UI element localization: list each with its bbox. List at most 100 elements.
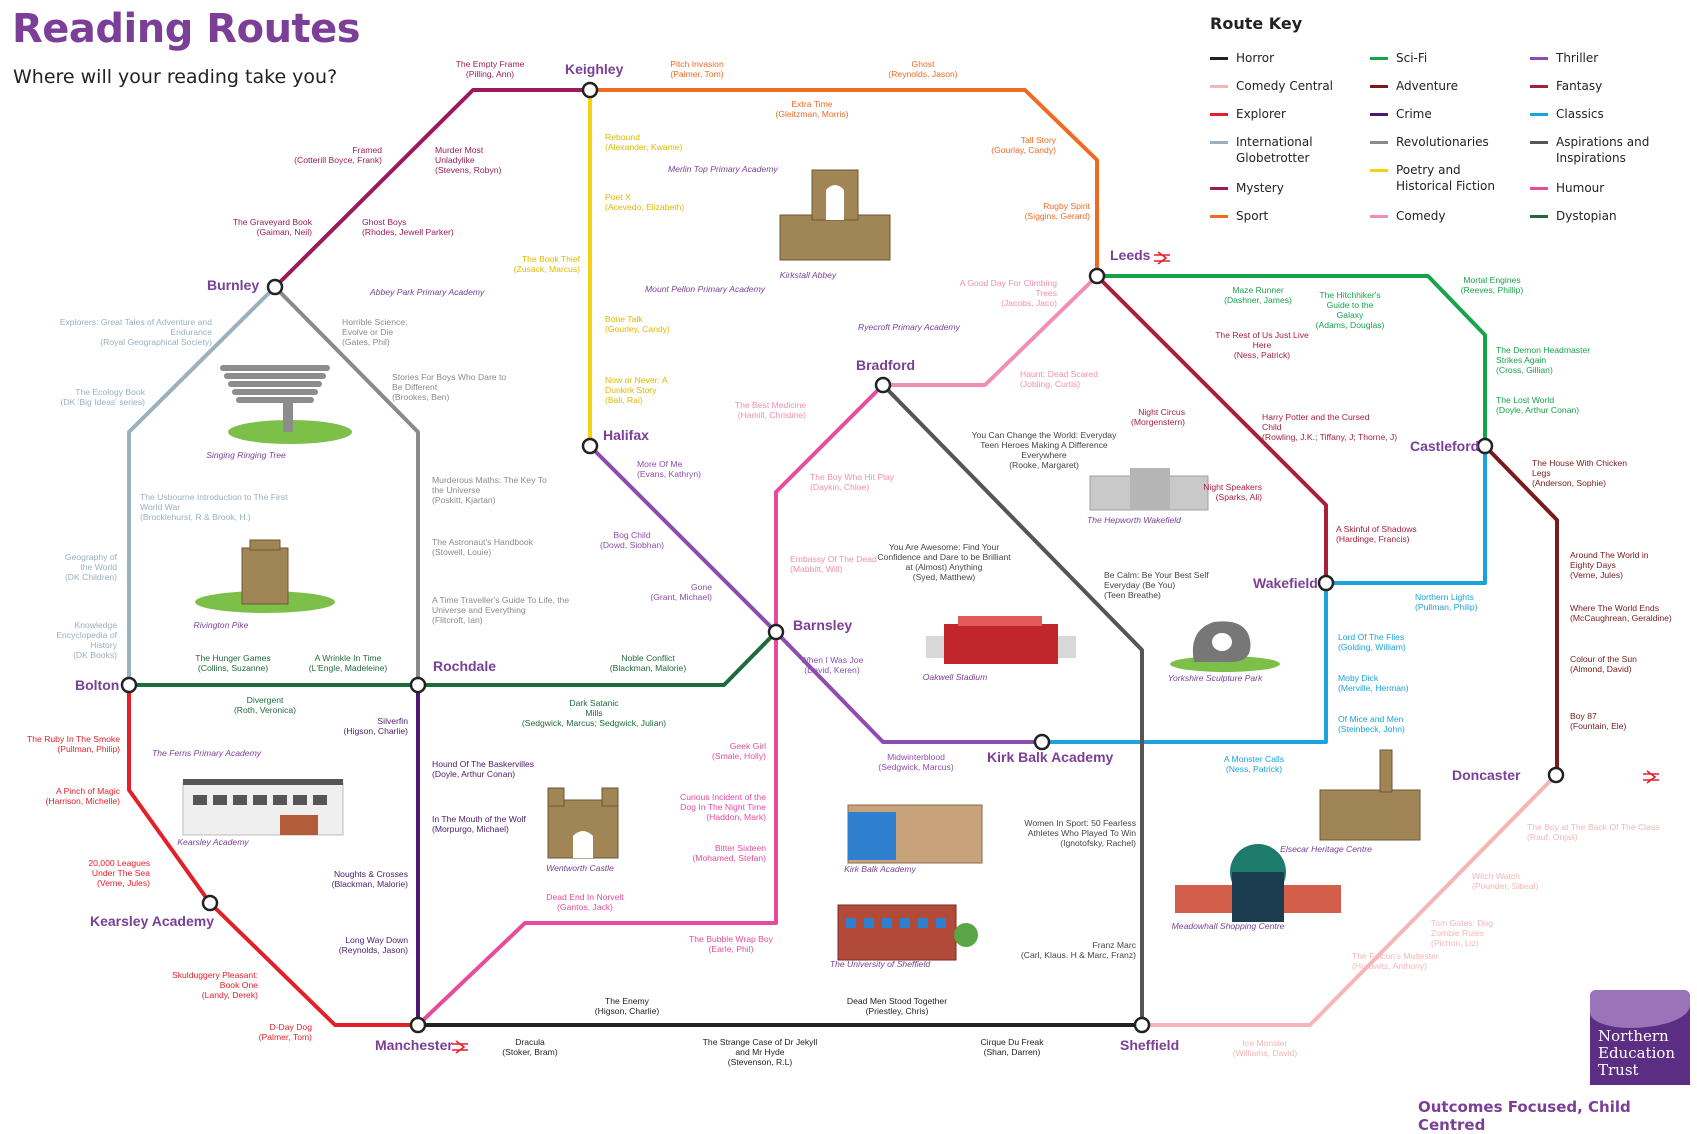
station-label: Manchester <box>375 1037 453 1053</box>
book-label: The Graveyard Book(Gaiman, Neil) <box>233 217 313 237</box>
route-key-label: Adventure <box>1396 79 1459 93</box>
route-line-comedy-central <box>1140 773 1558 1027</box>
book-label: Noughts & Crosses(Blackman, Malorie) <box>332 869 409 889</box>
book-label: The Ruby In The Smoke(Pullman, Philip) <box>27 734 120 754</box>
book-label: In The Mouth of the Wolf(Morpurgo, Micha… <box>432 814 526 834</box>
landmark-label: Singing Ringing Tree <box>206 450 286 460</box>
route-key-label: Sci-Fi <box>1396 51 1428 65</box>
route-color-swatch <box>1370 85 1388 88</box>
school-label: Ryecroft Primary Academy <box>858 322 961 332</box>
route-key-label: Dystopian <box>1556 209 1617 223</box>
book-label: Dead Men Stood Together(Priestley, Chris… <box>847 996 947 1016</box>
route-key-label: Fantasy <box>1556 79 1603 93</box>
route-key-label: Aspirations and Inspirations <box>1556 135 1650 165</box>
book-label: Of Mice and Men(Steinbeck, John) <box>1338 714 1405 734</box>
book-label: The Astronaut's Handbook(Stowell, Louie) <box>432 537 534 557</box>
book-label: Rugby Spirit(Siggins, Gerard) <box>1025 201 1091 221</box>
book-label: The Hunger Games(Collins, Suzanne) <box>195 653 270 673</box>
book-label: The Bubble Wrap Boy(Earle, Phil) <box>689 934 774 954</box>
book-label: Ghost Boys(Rhodes, Jewell Parker) <box>362 217 454 237</box>
route-color-swatch <box>1210 85 1228 88</box>
book-label: Pitch Invasion(Palmer, Tom) <box>670 59 724 79</box>
station-marker <box>1317 574 1335 592</box>
station-marker <box>409 676 427 694</box>
book-label: Lord Of The Flies(Golding, William) <box>1338 632 1406 652</box>
rail-icon <box>1154 251 1170 265</box>
book-label: Divergent(Roth, Veronica) <box>234 695 296 715</box>
footer-tagline: Outcomes Focused, Child Centred <box>1418 1098 1631 1134</box>
book-label: Night Speakers(Sparks, Ali) <box>1203 482 1262 502</box>
book-label: Tall Story(Gourlay, Candy) <box>991 135 1056 155</box>
station-marker <box>1476 437 1494 455</box>
landmark-label: Kearsley Academy <box>177 837 249 847</box>
book-label: Framed(Cotterill Boyce, Frank) <box>294 145 382 165</box>
book-label: A Skinful of Shadows(Hardinge, Francis) <box>1336 524 1417 544</box>
route-color-swatch <box>1530 215 1548 218</box>
book-label: More Of Me(Evans, Kathryn) <box>637 459 701 479</box>
route-color-swatch <box>1370 169 1388 172</box>
route-line-adventure <box>1483 444 1559 777</box>
landmark-label: Kirkstall Abbey <box>780 270 837 280</box>
landmark-label: Rivington Pike <box>194 620 249 630</box>
book-label: The Book Thief(Zusack, Marcus) <box>514 254 581 274</box>
book-label: The Empty Frame(Pilling, Ann) <box>456 59 525 79</box>
station-marker <box>874 376 892 394</box>
route-line-mystery <box>273 88 592 289</box>
station-marker <box>266 278 284 296</box>
book-label: The Lost World(Doyle, Arthur Conan) <box>1496 395 1579 415</box>
book-label: Franz Marc(Carl, Klaus. H & Marc, Franz) <box>1021 940 1137 960</box>
logo-line-2: Education <box>1598 1044 1676 1062</box>
station-label: Halifax <box>603 427 649 443</box>
route-line-fantasy <box>1095 274 1328 585</box>
landmark-label: Meadowhall Shopping Centre <box>1172 921 1285 931</box>
route-key-label: Poetry and Historical Fiction <box>1396 163 1495 193</box>
page-subtitle: Where will your reading take you? <box>13 66 338 88</box>
book-label: Midwinterblood(Sedgwick, Marcus) <box>878 752 954 772</box>
route-color-swatch <box>1210 187 1228 190</box>
route-color-swatch <box>1530 113 1548 116</box>
book-label: Ice Monster(Williams, David) <box>1233 1038 1298 1058</box>
station-label: Kearsley Academy <box>90 913 214 929</box>
station-marker <box>1133 1016 1151 1034</box>
school-label: Abbey Park Primary Academy <box>369 287 485 297</box>
route-color-swatch <box>1530 187 1548 190</box>
route-line-thriller <box>588 444 1044 744</box>
station-label: Keighley <box>565 61 624 77</box>
route-color-swatch <box>1370 113 1388 116</box>
route-key-title: Route Key <box>1210 14 1303 33</box>
book-label: Hound Of The Baskervilles(Doyle, Arthur … <box>432 759 534 779</box>
book-label: The Boy Who Hit Play(Daykin, Chloe) <box>810 472 895 492</box>
book-label: Horrible Science:Evolve or Die(Gates, Ph… <box>342 317 407 347</box>
book-label: Mortal Engines(Reeves, Phillip) <box>1461 275 1524 295</box>
school-label: Mount Pellon Primary Academy <box>645 284 766 294</box>
book-label: Northern Lights(Pullman, Philip) <box>1415 592 1478 612</box>
route-key-label: Humour <box>1556 181 1605 195</box>
book-label: Colour of the Sun(Almond, David) <box>1570 654 1637 674</box>
station-marker <box>1547 766 1565 784</box>
book-label: The Enemy(Higson, Charlie) <box>595 996 660 1016</box>
book-label: Silverfin(Higson, Charlie) <box>344 716 409 736</box>
book-label: Boy 87(Fountain, Ele) <box>1570 711 1627 731</box>
landmark-label: Kirk Balk Academy <box>844 864 916 874</box>
book-label: Maze Runner(Dashner, James) <box>1224 285 1292 305</box>
book-label: Dead End In Norvelt(Gantos, Jack) <box>546 892 624 912</box>
station-marker <box>1033 733 1051 751</box>
book-label: The Falcon's Maltester(Horowitz, Anthony… <box>1352 951 1439 971</box>
book-label: Where The World Ends(McCaughrean, Gerald… <box>1570 603 1672 623</box>
route-key-label: International Globetrotter <box>1236 135 1313 165</box>
route-color-swatch <box>1210 215 1228 218</box>
book-label: Bitter Sixteen(Mohamed, Stefan) <box>692 843 766 863</box>
northern-education-trust-logo: Northern Education Trust <box>1590 990 1690 1085</box>
route-line-humour <box>416 383 885 1027</box>
route-key-label: Classics <box>1556 107 1604 121</box>
